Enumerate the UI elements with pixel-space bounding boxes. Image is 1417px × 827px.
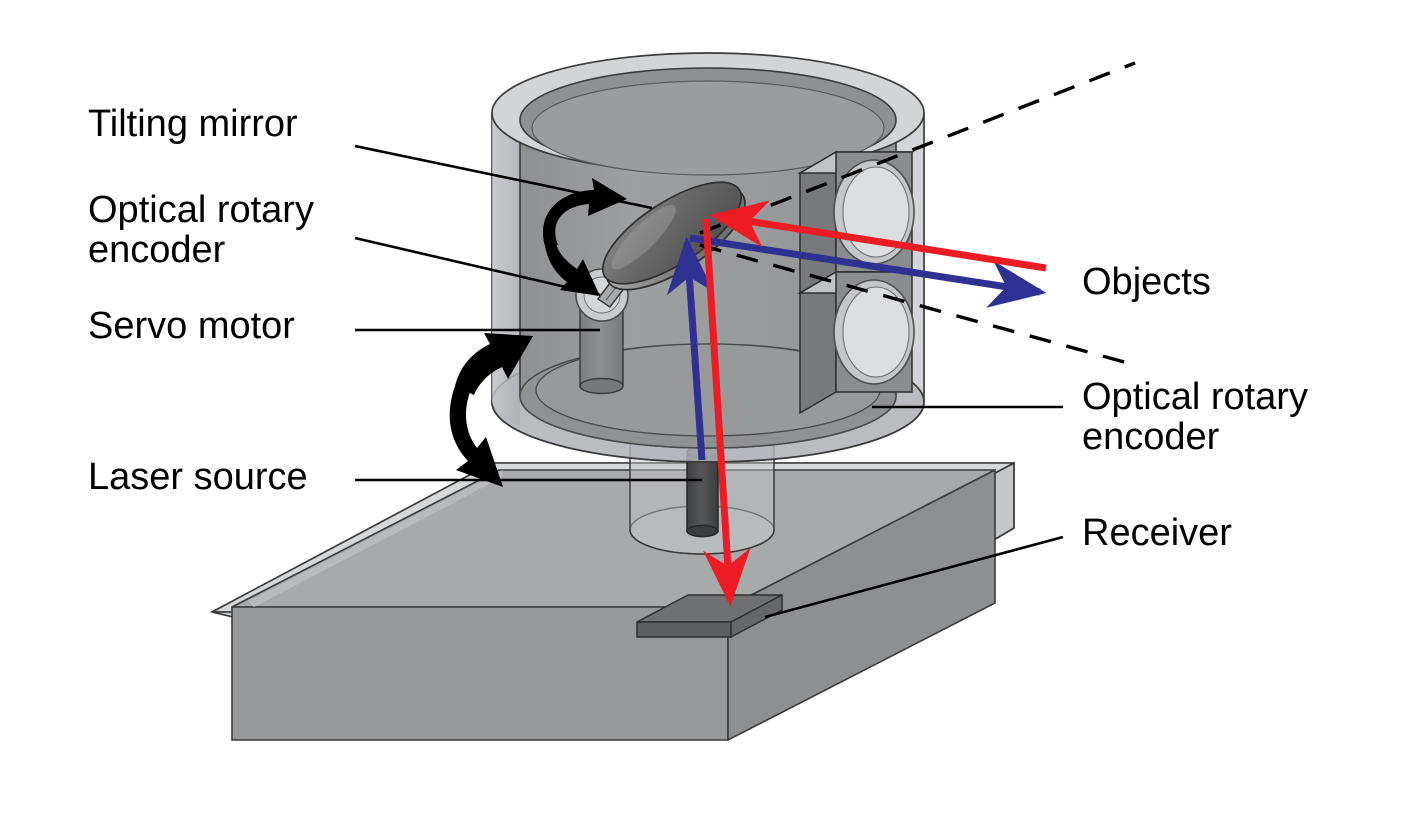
- base-box-right: [727, 468, 996, 742]
- housing-rotation-arrow: [449, 333, 533, 487]
- label-receiver: Receiver: [1082, 512, 1232, 554]
- window-lower: [797, 270, 915, 415]
- return-beam: [702, 200, 1047, 607]
- receiver-plate: [636, 593, 783, 639]
- outgoing-beam-up-segment: [666, 236, 715, 461]
- fov-upper-dashed-line: [699, 61, 1136, 235]
- field-of-view-lines: [699, 61, 1136, 367]
- label-objects: Objects: [1082, 261, 1211, 303]
- label-optical-rotary-encoder-left-line1: Optical rotary: [88, 189, 314, 231]
- label-optical-rotary-encoder-left-line2: encoder: [88, 229, 226, 271]
- label-servo-motor: Servo motor: [88, 305, 295, 347]
- label-tilting-mirror: Tilting mirror: [88, 103, 298, 145]
- leader-optical-rotary-encoder-left: [354, 236, 601, 297]
- label-laser-source: Laser source: [88, 456, 308, 498]
- label-group-right: Objects Optical rotary encoder Receiver: [1082, 261, 1308, 554]
- leader-lines: [354, 144, 1064, 619]
- leader-tilting-mirror: [354, 144, 653, 210]
- base-box: [209, 461, 1015, 742]
- leader-receiver: [764, 535, 1064, 619]
- return-beam-down-segment: [702, 218, 751, 607]
- label-optical-rotary-encoder-right-line2: encoder: [1082, 416, 1220, 458]
- return-beam-in-segment: [709, 200, 1047, 272]
- label-optical-rotary-encoder-right-line1: Optical rotary: [1082, 376, 1308, 418]
- mirror-tilt-arrow: [543, 178, 627, 296]
- label-group-left: Tilting mirror Optical rotary encoder Se…: [88, 103, 314, 498]
